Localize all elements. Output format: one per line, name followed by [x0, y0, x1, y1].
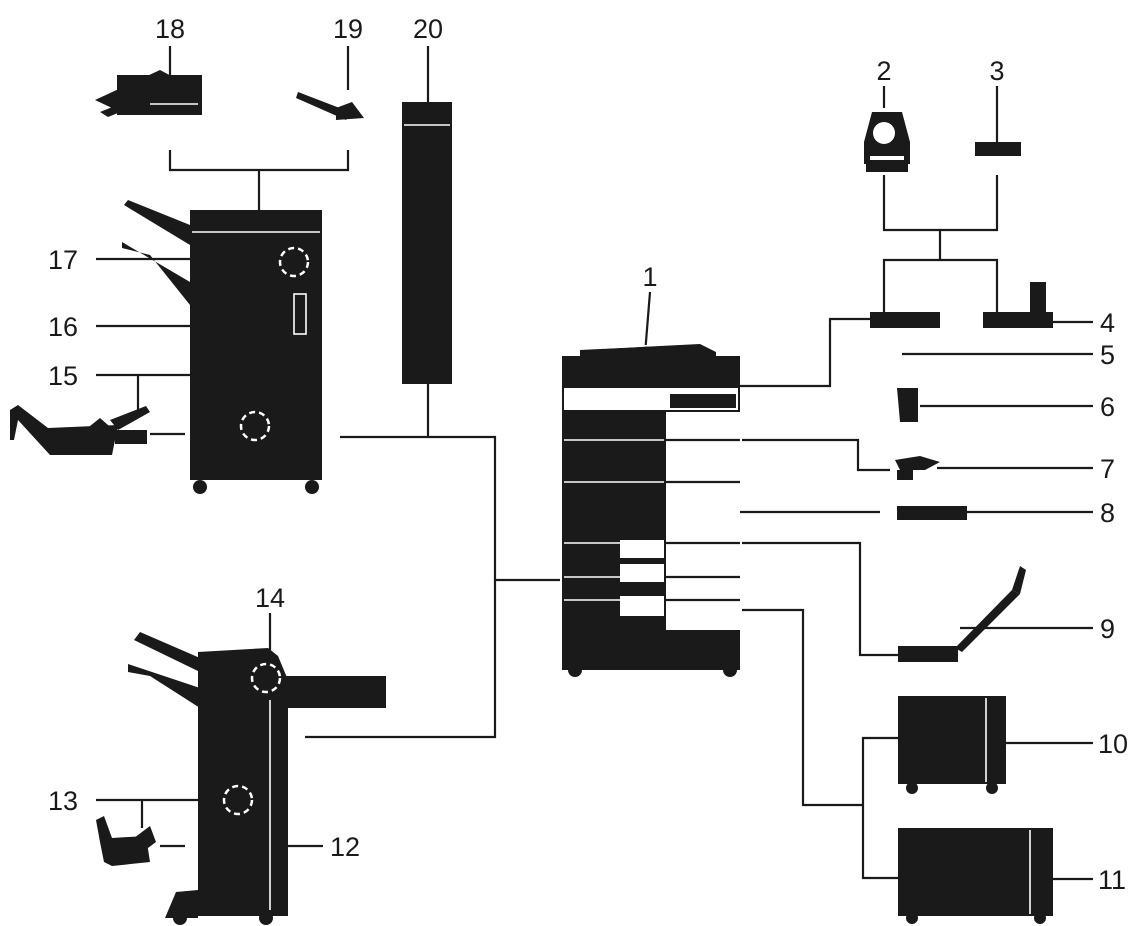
callout-4: 4 [1100, 308, 1115, 338]
callout-7: 7 [1100, 454, 1115, 484]
device-15-side-tray [10, 405, 150, 455]
device-10-cabinet [898, 696, 1006, 794]
callout-11: 11 [1098, 865, 1126, 895]
callout-17: 17 [48, 245, 78, 275]
callout-15: 15 [48, 361, 78, 391]
device-13-small-tray [96, 816, 156, 866]
device-8-unit [897, 506, 967, 520]
device-16-finisher [122, 200, 322, 494]
device-6-keypad [897, 388, 918, 422]
callout-5: 5 [1100, 340, 1115, 370]
callout-2: 2 [876, 56, 891, 86]
callout-3: 3 [989, 56, 1004, 86]
device-2-reader [864, 112, 910, 172]
callout-20: 20 [413, 14, 443, 44]
callout-14: 14 [255, 583, 285, 613]
callout-1: 1 [642, 262, 657, 292]
device-1-main-unit [562, 341, 740, 677]
device-3-plate [975, 142, 1021, 156]
callout-16: 16 [48, 312, 78, 342]
callout-19: 19 [333, 14, 363, 44]
device-7-tray [895, 456, 940, 480]
callout-10: 10 [1098, 729, 1128, 759]
device-5-working-table [870, 312, 940, 328]
device-19-output-tray [296, 92, 364, 120]
connector-lines [150, 150, 999, 880]
callout-labels: 18 19 20 2 3 1 17 16 15 14 13 12 4 5 6 7… [48, 14, 1128, 895]
callout-6: 6 [1100, 392, 1115, 422]
callout-12: 12 [330, 832, 360, 862]
callout-8: 8 [1100, 498, 1115, 528]
callout-18: 18 [155, 14, 185, 44]
callout-13: 13 [48, 786, 78, 816]
device-11-cabinet [898, 828, 1053, 924]
device-20-tall-cabinet [402, 102, 452, 384]
device-4-working-table [983, 282, 1053, 328]
device-9-arm [898, 566, 1026, 662]
device-18-saddle-kit [95, 70, 202, 117]
leader-lines [96, 46, 1093, 881]
device-12-finisher [128, 632, 386, 925]
callout-9: 9 [1100, 614, 1115, 644]
